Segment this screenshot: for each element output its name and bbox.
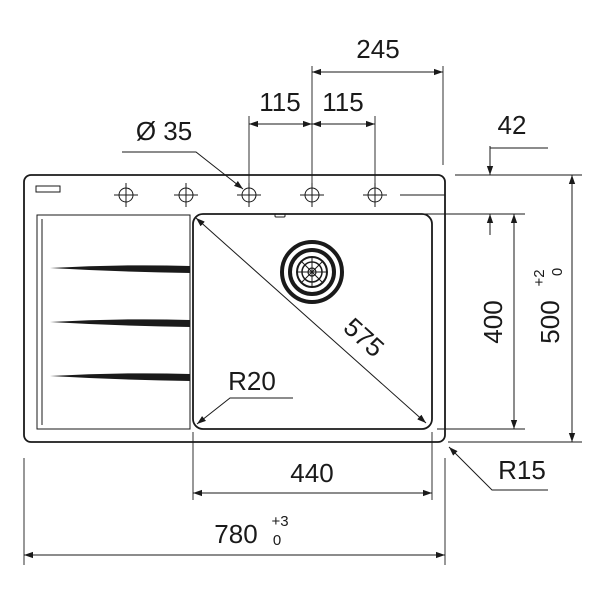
tap-hole-crosshair-icon (237, 183, 261, 207)
sink-bowl (192, 213, 433, 430)
dimension-total-width-tol-upper: +3 (271, 513, 288, 530)
dimension-total-depth-tol-upper: +2 (531, 269, 548, 286)
dimension-top-offset: 245 (311, 34, 444, 185)
tap-hole-crosshair-icon (174, 183, 198, 207)
dimension-total-width-tol-lower: 0 (273, 532, 281, 549)
drainer-ribs (50, 265, 190, 381)
dimension-hole-pitch-b-label: 115 (322, 87, 363, 117)
dimension-rim-offset: 42 (400, 110, 548, 235)
dimension-bowl-radius: R20 (196, 366, 293, 425)
dimension-total-width: 780 +3 0 (23, 458, 446, 565)
dimension-bowl-width: 440 (192, 432, 433, 500)
dimension-total-depth-label: 500 (535, 300, 565, 343)
dimension-bowl-diagonal-label: 575 (338, 312, 390, 363)
sink-outer-rim (23, 174, 446, 443)
dimension-bowl-height-label: 400 (478, 300, 508, 343)
drainer-rib (50, 373, 190, 381)
dimension-hole-pitch-a-label: 115 (259, 87, 300, 117)
tap-hole-crosshair-icon (114, 183, 138, 207)
dimension-total-width-label: 780 (214, 519, 257, 549)
dimension-rim-offset-label: 42 (498, 110, 527, 140)
dimension-corner-radius: R15 (448, 446, 548, 491)
tap-holes (114, 183, 387, 207)
dimension-total-depth-tol-lower: 0 (549, 268, 566, 276)
dimension-bowl-radius-label: R20 (228, 366, 276, 396)
drainer-area (36, 214, 191, 430)
dimension-hole-diameter: Ø 35 (122, 116, 244, 190)
dimension-top-offset-label: 245 (356, 34, 399, 64)
tap-hole-crosshair-icon (363, 183, 387, 207)
drainer-rib (50, 319, 190, 327)
dimension-bowl-height: 400 (437, 213, 525, 430)
drainer-rib (50, 265, 190, 273)
dimension-bowl-width-label: 440 (290, 458, 333, 488)
brand-plate (35, 185, 61, 193)
drain-strainer-icon (280, 240, 344, 304)
overflow-slot (274, 213, 286, 218)
dimension-total-depth: 500 +2 0 (448, 174, 582, 443)
dimension-hole-pitch: 115 115 (248, 87, 376, 183)
sink-body (23, 174, 446, 443)
tap-hole-crosshair-icon (300, 183, 324, 207)
dimension-hole-diameter-label: Ø 35 (136, 116, 192, 146)
dimension-corner-radius-label: R15 (498, 455, 546, 485)
